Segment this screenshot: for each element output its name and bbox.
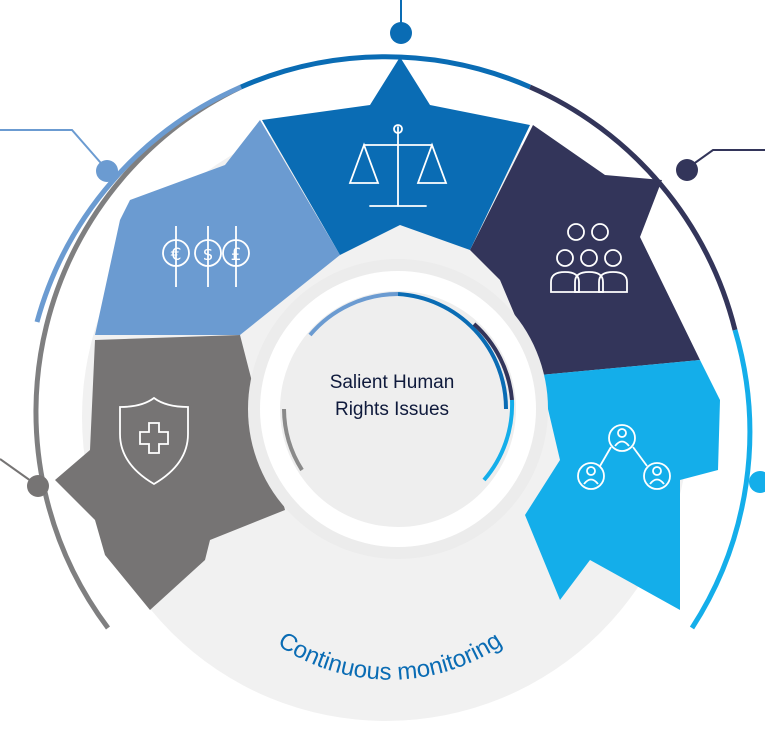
segment-community[interactable] <box>470 125 700 375</box>
center-title: Salient Human Rights Issues <box>313 369 471 423</box>
euro-symbol: € <box>171 245 182 265</box>
group-icon <box>550 223 628 293</box>
connector-dot-lower-right <box>749 471 765 493</box>
hub-arc-cyan <box>482 399 515 482</box>
center-title-line-1: Salient Human <box>329 372 455 393</box>
connector-dot-right <box>676 159 698 181</box>
hub-core <box>280 291 516 527</box>
segment-network[interactable] <box>525 360 720 610</box>
dollar-symbol: $ <box>203 245 214 265</box>
pound-symbol: £ <box>231 245 242 265</box>
hub-arc-blue <box>397 292 509 410</box>
connector-dot-left <box>96 160 118 182</box>
connector-dot-lower-left <box>27 475 49 497</box>
hub-arc-gray <box>282 408 304 472</box>
outer-ring-arc-cyan <box>689 329 753 630</box>
segment-justice[interactable] <box>262 57 530 255</box>
network-people-icon <box>577 424 671 490</box>
outer-ring-arc-top-blue <box>239 54 532 90</box>
connector-dot-top <box>390 22 412 44</box>
health-shield-icon <box>119 396 189 486</box>
currency-icon <box>162 226 250 287</box>
hub-arc-lightblue <box>308 292 399 337</box>
connector-line-left <box>0 129 108 171</box>
outer-ring-arc-navy <box>528 84 738 331</box>
segment-currency[interactable] <box>95 120 340 335</box>
outer-ring-arc-blue-left <box>34 84 242 323</box>
hub-arc-navy <box>472 322 514 401</box>
outer-ring-arc-top <box>33 84 243 630</box>
scales-icon <box>348 124 448 207</box>
center-title-line-2: Rights Issues <box>334 399 450 420</box>
